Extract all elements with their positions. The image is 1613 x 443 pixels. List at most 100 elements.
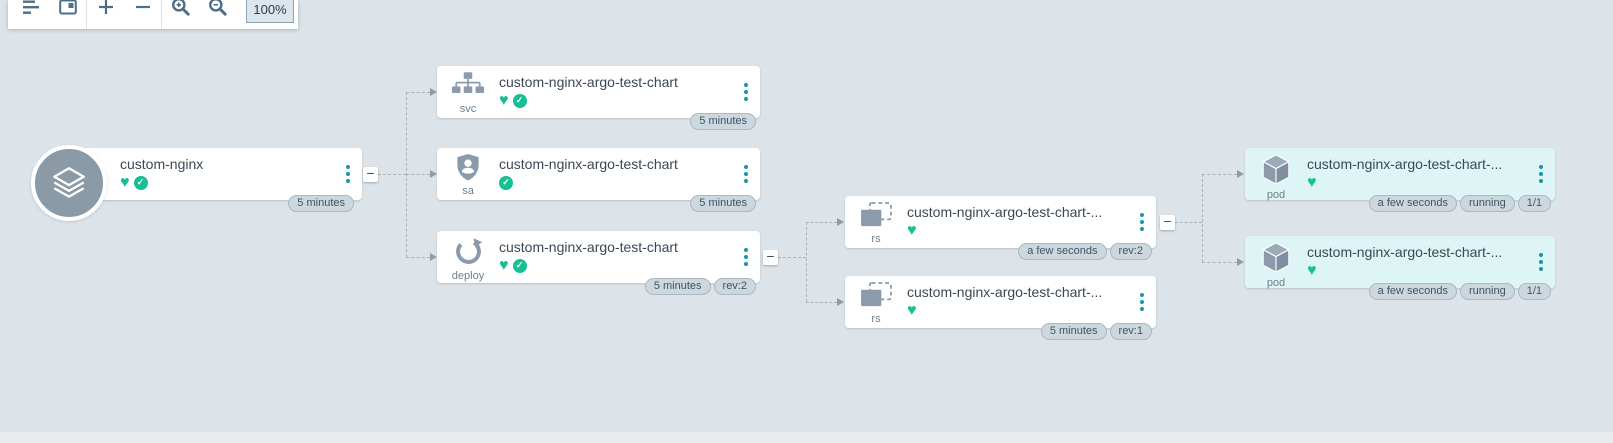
resource-name: custom-nginx-argo-test-chart [499, 239, 678, 255]
sync-check-icon: ✓ [499, 175, 513, 190]
health-heart-icon: ♥ [1307, 173, 1317, 191]
edge-line [1202, 174, 1203, 262]
edge-arrow-icon [430, 88, 437, 96]
collapse-node-button[interactable]: − [763, 249, 778, 265]
edge-arrow-icon [837, 298, 844, 306]
toolbar-separator [161, 0, 162, 29]
edge-line [406, 92, 430, 93]
sync-check-icon: ✓ [133, 175, 148, 190]
resource-node-svc[interactable]: svc custom-nginx-argo-test-chart ♥ ✓ 5 m… [437, 66, 760, 130]
horizontal-lines-icon [21, 0, 41, 22]
pod-cube-icon [1261, 242, 1291, 278]
collapse-node-button[interactable]: − [1160, 214, 1175, 230]
graph-zoom-toolbar: 100% [8, 0, 298, 29]
resource-kind-label: deploy [451, 270, 485, 282]
resource-node-rs-1[interactable]: rs custom-nginx-argo-test-chart-... ♥ a … [845, 196, 1156, 260]
resource-kind-label: svc [459, 103, 477, 115]
resource-kind-label: rs [871, 313, 881, 325]
resource-node-deploy[interactable]: deploy custom-nginx-argo-test-chart ♥ ✓ … [437, 231, 760, 295]
resource-kind-label: pod [1266, 189, 1286, 201]
resource-name: custom-nginx-argo-test-chart-... [907, 284, 1103, 300]
collapse-node-button[interactable]: − [363, 166, 378, 182]
age-badge: a few seconds [1018, 243, 1107, 260]
edge-line [778, 257, 806, 258]
health-heart-icon: ♥ [907, 301, 917, 319]
ready-count-badge: 1/1 [1517, 283, 1551, 300]
sync-check-icon: ✓ [512, 258, 527, 273]
plus-icon [97, 0, 115, 21]
age-badge: 5 minutes [644, 278, 711, 295]
zoom-out-step-button[interactable] [124, 0, 161, 29]
edge-line [1202, 262, 1237, 263]
node-menu-button[interactable] [732, 231, 760, 283]
service-icon [451, 72, 485, 102]
revision-badge: rev:2 [713, 278, 756, 295]
health-heart-icon: ♥ [907, 221, 917, 239]
age-badge: a few seconds [1368, 195, 1457, 212]
resource-kind-label: sa [462, 185, 474, 197]
edge-line [406, 174, 430, 175]
minus-icon [134, 0, 152, 21]
age-badge: 5 minutes [690, 195, 756, 212]
service-account-icon [456, 154, 480, 186]
ready-count-badge: 1/1 [1517, 195, 1551, 212]
edge-arrow-icon [430, 253, 437, 261]
age-badge: 5 minutes [1040, 323, 1107, 340]
age-badge: 5 minutes [288, 195, 354, 212]
zoom-in-step-button[interactable] [87, 0, 124, 29]
resource-node-pod-1[interactable]: pod custom-nginx-argo-test-chart-... ♥ a… [1245, 148, 1555, 212]
zoom-level-display: 100% [246, 0, 294, 23]
replicaset-icon [860, 282, 893, 314]
node-menu-button[interactable] [1527, 236, 1555, 288]
resource-name: custom-nginx-argo-test-chart-... [1307, 244, 1503, 260]
node-menu-button[interactable] [732, 66, 760, 118]
toolbar-separator [86, 0, 87, 29]
edge-arrow-icon [837, 218, 844, 226]
resource-kind-label: pod [1266, 277, 1286, 289]
edge-arrow-icon [1237, 258, 1244, 266]
horizontal-scrollbar-track[interactable] [0, 432, 1613, 443]
health-heart-icon: ♥ [120, 173, 130, 191]
health-heart-icon: ♥ [499, 91, 509, 109]
zoom-out-button[interactable] [199, 0, 236, 29]
zoom-in-button[interactable] [162, 0, 199, 29]
framed-image-button[interactable] [49, 0, 86, 29]
edge-arrow-icon [1237, 170, 1244, 178]
edge-line [806, 222, 837, 223]
edge-line [378, 174, 406, 175]
resource-name: custom-nginx-argo-test-chart-... [1307, 156, 1503, 172]
edge-line [806, 302, 837, 303]
deployment-icon [454, 237, 483, 271]
layout-lines-button[interactable] [12, 0, 49, 29]
node-menu-button[interactable] [732, 148, 760, 200]
status-badge: running [1460, 283, 1515, 300]
framed-image-icon [58, 0, 78, 22]
health-heart-icon: ♥ [499, 256, 509, 274]
application-icon [31, 145, 107, 221]
node-menu-button[interactable] [1128, 276, 1156, 328]
resource-node-rs-2[interactable]: rs custom-nginx-argo-test-chart-... ♥ 5 … [845, 276, 1156, 340]
resource-name: custom-nginx [120, 156, 204, 172]
resource-name: custom-nginx-argo-test-chart-... [907, 204, 1103, 220]
resource-kind-label: rs [871, 233, 881, 245]
resource-name: custom-nginx-argo-test-chart [499, 74, 678, 90]
status-badge: running [1460, 195, 1515, 212]
zoom-out-icon [207, 0, 228, 22]
resource-node-pod-2[interactable]: pod custom-nginx-argo-test-chart-... ♥ a… [1245, 236, 1555, 300]
node-menu-button[interactable] [334, 148, 362, 200]
age-badge: a few seconds [1368, 283, 1457, 300]
resource-node-sa[interactable]: sa custom-nginx-argo-test-chart ✓ 5 minu… [437, 148, 760, 212]
node-menu-button[interactable] [1527, 148, 1555, 200]
replicaset-icon [860, 202, 893, 234]
health-heart-icon: ♥ [1307, 261, 1317, 279]
zoom-in-icon [170, 0, 191, 22]
pod-cube-icon [1261, 154, 1291, 190]
edge-arrow-icon [430, 170, 437, 178]
resource-name: custom-nginx-argo-test-chart [499, 156, 678, 172]
node-menu-button[interactable] [1128, 196, 1156, 248]
sync-check-icon: ✓ [512, 93, 527, 108]
app-node-custom-nginx[interactable]: custom-nginx ♥ ✓ 5 minutes [31, 145, 362, 221]
revision-badge: rev:1 [1109, 323, 1152, 340]
edge-line [806, 222, 807, 302]
